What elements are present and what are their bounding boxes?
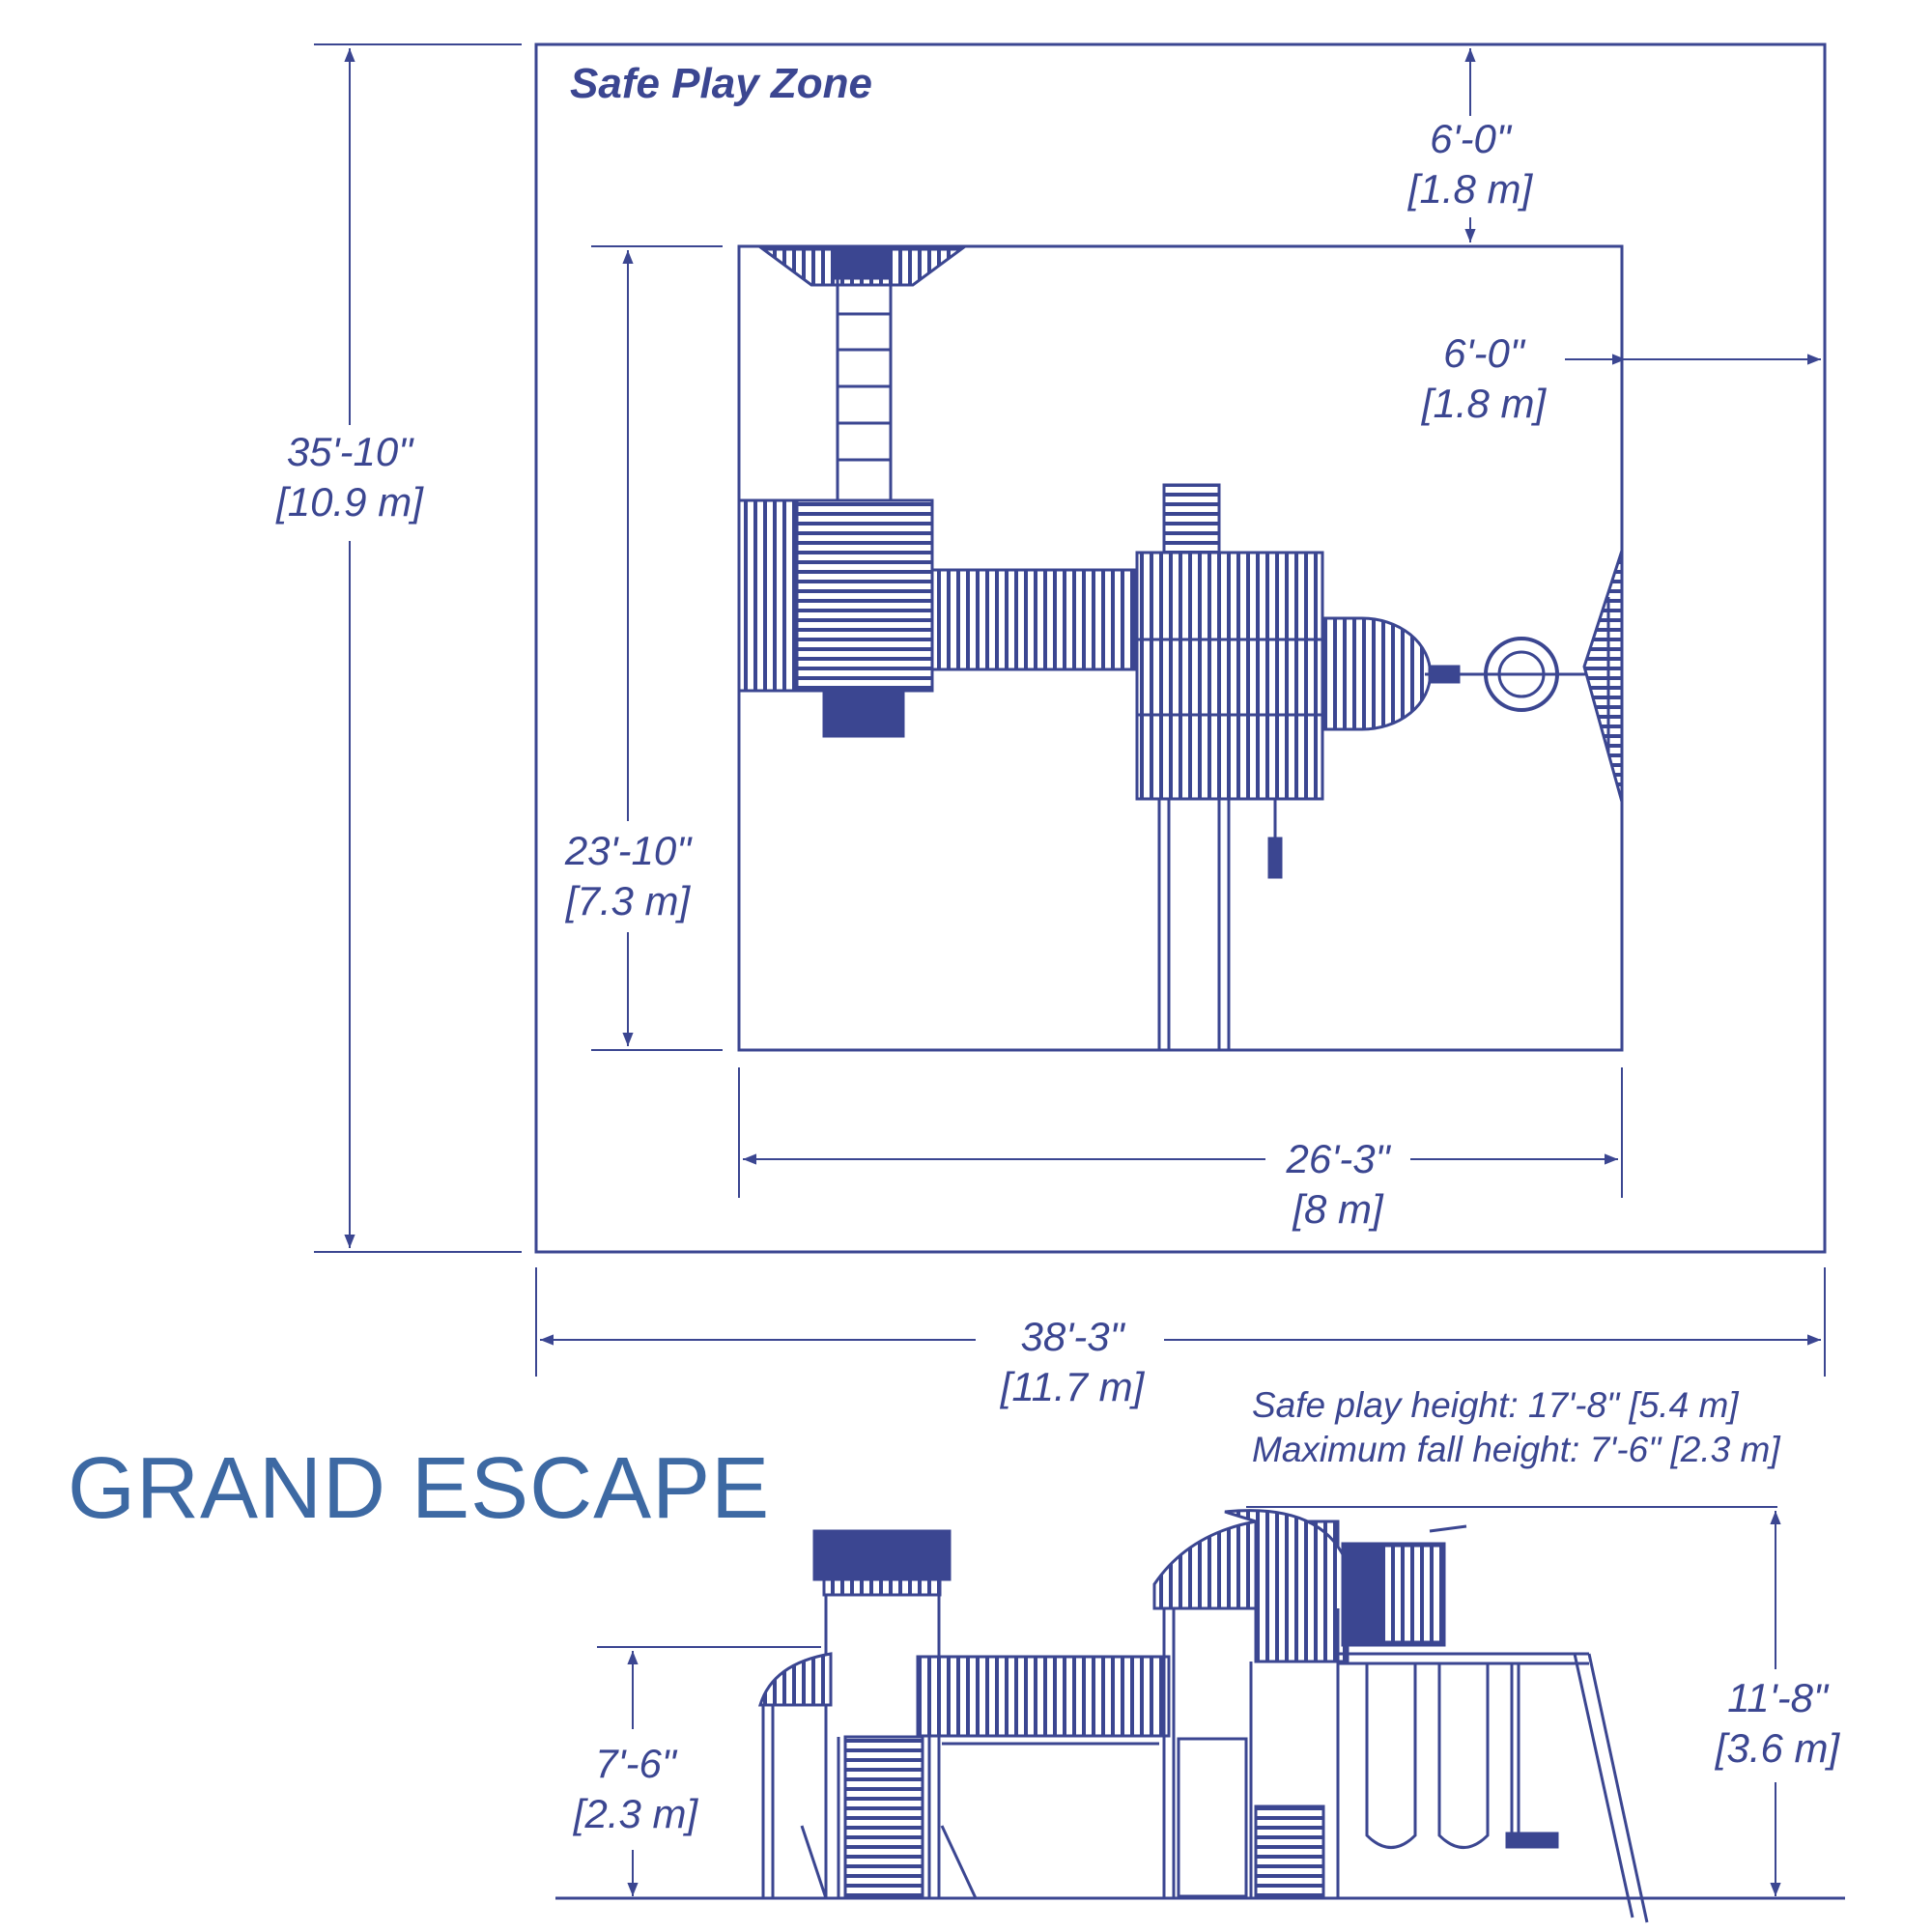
top-clearance-metric: [1.8 m] (1407, 166, 1533, 212)
side-clearance-metric: [1.8 m] (1421, 381, 1547, 426)
set-width-metric: [8 m] (1293, 1186, 1383, 1232)
top-clearance-label: 6'-0" [1.8 m] (1374, 114, 1567, 214)
set-depth-label: 23'-10" [7.3 m] (531, 826, 724, 926)
side-clearance-label: 6'-0" [1.8 m] (1387, 328, 1580, 429)
product-name: GRAND ESCAPE (68, 1440, 771, 1537)
side-clearance-imperial: 6'-0" (1443, 330, 1524, 376)
deck-height-label: 7'-6" [2.3 m] (539, 1739, 732, 1839)
set-width-imperial: 26'-3" (1286, 1136, 1390, 1181)
total-height-imperial: 35'-10" (286, 429, 413, 474)
overall-height-label: 11'-8" [3.6 m] (1681, 1673, 1874, 1774)
max-fall-height: Maximum fall height: 7'-6" [2.3 m] (1252, 1430, 1780, 1469)
height-notes: Safe play height: 17'-8" [5.4 m] Maximum… (1252, 1383, 1780, 1472)
deck-height-imperial: 7'-6" (595, 1741, 676, 1786)
total-width-label: 38'-3" [11.7 m] (976, 1312, 1169, 1412)
deck-height-metric: [2.3 m] (573, 1791, 698, 1836)
total-width-metric: [11.7 m] (1000, 1364, 1145, 1409)
overall-height-metric: [3.6 m] (1715, 1725, 1840, 1771)
set-width-label: 26'-3" [8 m] (1241, 1134, 1435, 1235)
set-depth-metric: [7.3 m] (565, 878, 691, 923)
set-depth-dimension (591, 245, 723, 1051)
safe-zone-title: Safe Play Zone (570, 60, 873, 107)
total-width-dimension (535, 1267, 1826, 1377)
elevation-view (555, 1509, 1845, 1923)
overall-height-imperial: 11'-8" (1727, 1675, 1828, 1720)
total-height-label: 35'-10" [10.9 m] (253, 427, 446, 527)
safe-play-height: Safe play height: 17'-8" [5.4 m] (1252, 1385, 1739, 1425)
plan-view (737, 247, 1624, 1050)
overall-height-dimension (1246, 1506, 1781, 1896)
top-clearance-imperial: 6'-0" (1430, 116, 1511, 161)
total-height-dimension (314, 43, 522, 1253)
safe-zone-outer (534, 43, 1827, 1254)
set-width-dimension (738, 1067, 1623, 1198)
total-width-imperial: 38'-3" (1020, 1314, 1124, 1359)
deck-height-dimension (597, 1646, 821, 1896)
set-depth-imperial: 23'-10" (564, 828, 692, 873)
total-height-metric: [10.9 m] (276, 479, 423, 525)
